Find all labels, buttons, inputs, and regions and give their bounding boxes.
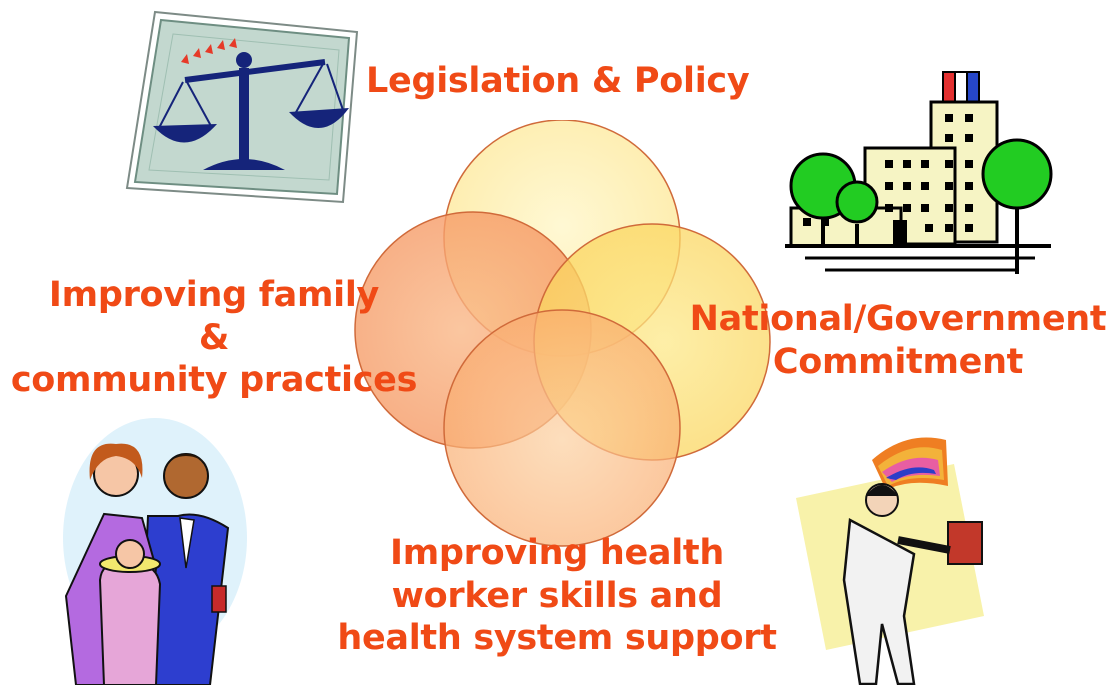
- label-national-government-line2: Commitment: [772, 341, 1024, 382]
- government-building-icon: [785, 71, 1053, 274]
- label-legislation-policy-text: Legislation & Policy: [366, 61, 750, 101]
- label-family-community-line1: Improving family: [48, 275, 380, 315]
- label-national-government-line1: National/Government: [689, 299, 1107, 339]
- label-health-worker-line2: worker skills and: [391, 575, 723, 616]
- family-icon: [63, 418, 247, 685]
- scales-of-justice-icon: [125, 10, 359, 204]
- label-health-worker-line1: Improving health: [390, 533, 724, 573]
- venn-circle-bottom: [443, 309, 681, 547]
- label-family-community-line3: community practices: [10, 360, 418, 401]
- label-family-community-line2: &: [198, 317, 230, 358]
- label-legislation-policy: Legislation & Policy: [366, 60, 750, 103]
- venn-diagram: [354, 120, 771, 547]
- label-family-community: Improving family & community practices: [4, 274, 424, 402]
- delivery-man-icon: [796, 437, 984, 685]
- label-health-worker: Improving health worker skills and healt…: [334, 532, 780, 660]
- label-health-worker-line3: health system support: [337, 618, 777, 659]
- label-national-government: National/Government Commitment: [680, 298, 1116, 383]
